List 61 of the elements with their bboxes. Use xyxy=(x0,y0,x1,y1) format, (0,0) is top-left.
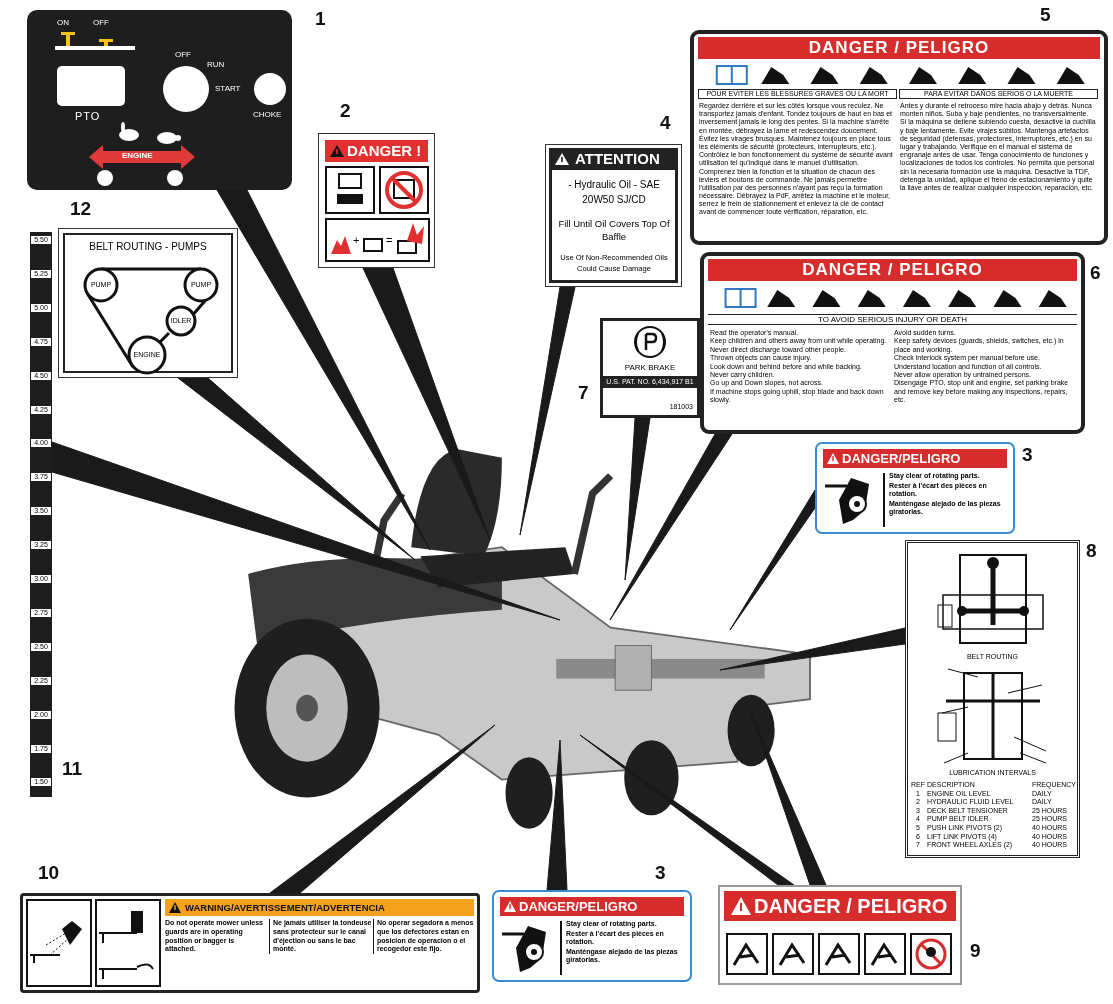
arrow-label: ENGINE xyxy=(120,151,155,161)
danger-pictogram-decal xyxy=(718,885,962,985)
leader-line xyxy=(269,724,496,894)
warning-banner: WARNING/AVERTISSEMENT/ADVERTENCIA xyxy=(165,899,474,916)
leader-line xyxy=(177,377,416,561)
callout-number: 4 xyxy=(660,112,671,134)
leader-line xyxy=(729,489,816,631)
park-brake-decal xyxy=(600,318,700,418)
safety-warning-decal xyxy=(690,30,1108,245)
fill-instruction-text: Fill Until Oil Covers Top Of Baffle xyxy=(557,217,671,244)
leader-line xyxy=(749,709,827,886)
decal-title: BELT ROUTING - PUMPS xyxy=(88,241,208,253)
callout-number: 12 xyxy=(70,198,92,220)
danger-banner: DANGER/PELIGRO xyxy=(823,449,1007,468)
leader-line xyxy=(624,417,651,581)
callout-number: 7 xyxy=(578,382,589,404)
callout-number: 6 xyxy=(1090,262,1101,284)
switch-label: CHOKE xyxy=(253,110,282,120)
operator-symbol: = xyxy=(386,234,393,247)
danger-banner: DANGER ! xyxy=(325,140,428,162)
danger-banner: DANGER / PELIGRO xyxy=(698,37,1100,59)
leader-line xyxy=(216,189,431,551)
switch-label: START xyxy=(215,84,241,94)
lubrication-chart-decal xyxy=(905,540,1080,858)
leader-line xyxy=(546,739,568,891)
switch-label: RUN xyxy=(207,60,225,70)
switch-label: OFF xyxy=(93,18,109,28)
leader-line xyxy=(519,286,576,536)
callout-number: 5 xyxy=(1040,4,1051,26)
switch-label: ON xyxy=(57,18,69,28)
callout-number: 8 xyxy=(1086,540,1097,562)
callout-number: 9 xyxy=(970,940,981,962)
attention-decal xyxy=(545,144,682,287)
hydraulic-oil-text: - Hydraulic Oil - SAE 20W50 SJ/CD xyxy=(567,178,661,207)
danger-banner: DANGER / PELIGRO xyxy=(724,891,956,921)
callout-number: 11 xyxy=(62,758,83,780)
switch-label: PTO xyxy=(75,110,101,123)
rotating-parts-decal xyxy=(492,890,692,982)
operator-symbol: + xyxy=(353,234,360,247)
attention-banner: ATTENTION xyxy=(549,148,678,170)
leader-line xyxy=(51,441,561,621)
safety-warning-decal xyxy=(700,252,1085,434)
callout-number: 10 xyxy=(38,862,60,884)
rotating-parts-decal xyxy=(815,442,1015,534)
callout-number: 3 xyxy=(1022,444,1033,466)
danger-decal xyxy=(318,133,435,268)
discharge-warning-decal xyxy=(20,893,480,993)
brake-label: PARK BRAKE xyxy=(623,363,677,373)
danger-banner: DANGER / PELIGRO xyxy=(708,259,1077,281)
leader-line xyxy=(579,734,795,886)
control-panel-decal xyxy=(27,10,292,190)
danger-banner: DANGER/PELIGRO xyxy=(500,897,684,916)
callout-number: 1 xyxy=(315,8,326,30)
callout-number: 3 xyxy=(655,862,666,884)
leader-line xyxy=(362,267,491,541)
leader-line xyxy=(609,433,733,621)
switch-label: OFF xyxy=(175,50,191,60)
leader-line xyxy=(719,627,906,671)
height-gauge-strip xyxy=(30,232,52,797)
callout-number: 2 xyxy=(340,100,351,122)
safety-heading: TO AVOID SERIOUS INJURY OR DEATH xyxy=(708,314,1077,326)
